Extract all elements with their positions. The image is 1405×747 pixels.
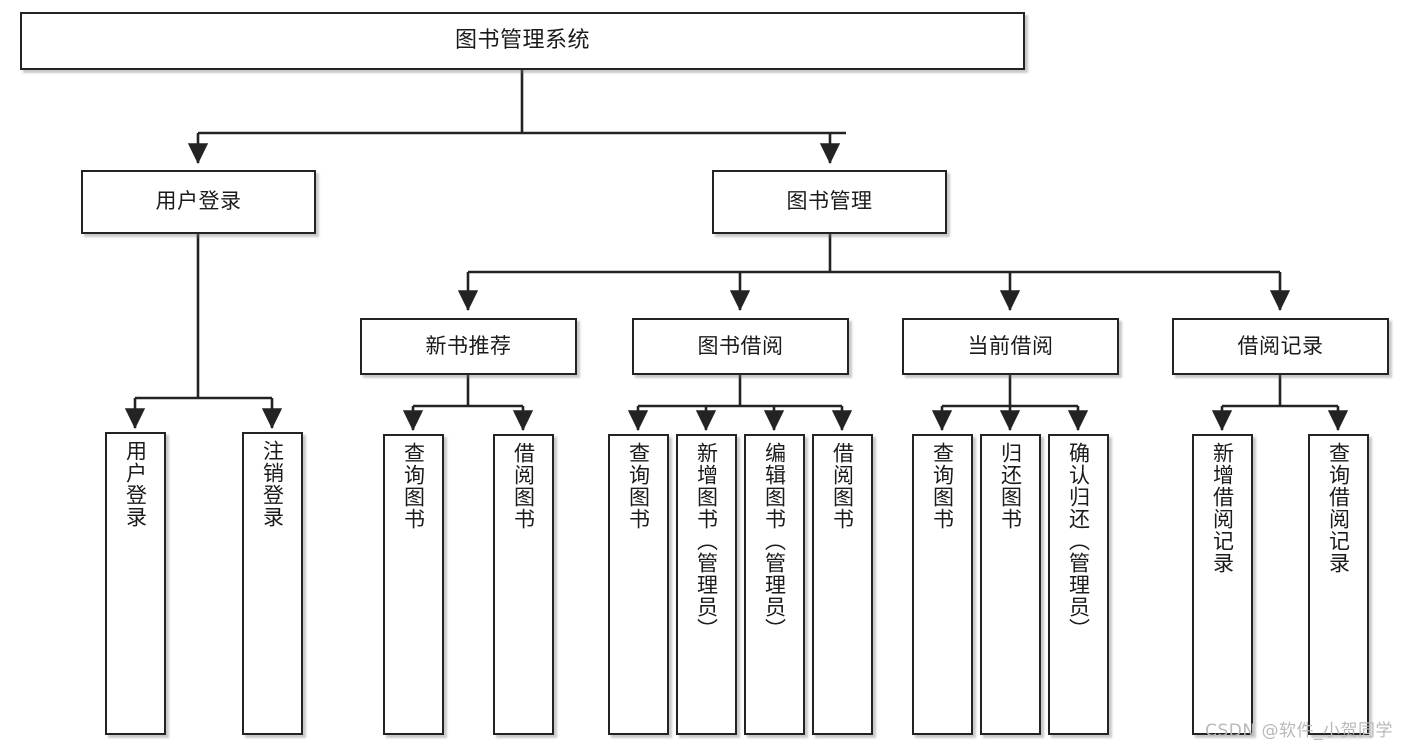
node-new-book-rec-label: 新书推荐	[425, 333, 512, 358]
node-leaf-borrow-book-2[interactable]: 借阅图书	[812, 434, 873, 735]
node-book-manage[interactable]: 图书管理	[712, 170, 947, 234]
node-current-borrow-label: 当前借阅	[967, 333, 1054, 358]
node-leaf-return-book-label: 归还图书	[998, 442, 1023, 530]
node-leaf-add-record-label: 新增借阅记录	[1210, 442, 1235, 574]
node-leaf-borrow-book-2-label: 借阅图书	[830, 442, 855, 530]
node-borrow-record-label: 借阅记录	[1237, 333, 1324, 358]
node-leaf-return-book[interactable]: 归还图书	[980, 434, 1041, 735]
node-book-borrow-label: 图书借阅	[697, 333, 784, 358]
node-root[interactable]: 图书管理系统	[20, 12, 1025, 70]
node-user-login[interactable]: 用户登录	[81, 170, 316, 234]
node-leaf-confirm-return-label: 确认归还（管理员）	[1066, 442, 1091, 640]
node-new-book-rec[interactable]: 新书推荐	[360, 318, 577, 375]
node-leaf-confirm-return[interactable]: 确认归还（管理员）	[1048, 434, 1109, 735]
node-leaf-add-book[interactable]: 新增图书（管理员）	[676, 434, 737, 735]
node-leaf-add-record[interactable]: 新增借阅记录	[1192, 434, 1253, 735]
node-leaf-query-book-1-label: 查询图书	[401, 442, 426, 530]
node-leaf-query-record[interactable]: 查询借阅记录	[1308, 434, 1369, 735]
watermark: CSDN @软件_小贺同学	[1205, 721, 1393, 741]
node-leaf-logout[interactable]: 注销登录	[242, 432, 303, 735]
node-leaf-user-login[interactable]: 用户登录	[105, 432, 166, 735]
node-book-manage-label: 图书管理	[786, 189, 873, 214]
node-leaf-user-login-label: 用户登录	[123, 440, 148, 528]
node-root-label: 图书管理系统	[454, 27, 590, 53]
node-user-login-label: 用户登录	[155, 189, 242, 214]
node-leaf-query-book-2-label: 查询图书	[626, 442, 651, 530]
node-book-borrow[interactable]: 图书借阅	[632, 318, 849, 375]
node-leaf-query-book-1[interactable]: 查询图书	[383, 434, 444, 735]
node-leaf-query-book-2[interactable]: 查询图书	[608, 434, 669, 735]
node-leaf-query-book-3[interactable]: 查询图书	[912, 434, 973, 735]
node-leaf-borrow-book-1-label: 借阅图书	[511, 442, 536, 530]
node-borrow-record[interactable]: 借阅记录	[1172, 318, 1389, 375]
node-leaf-logout-label: 注销登录	[260, 440, 285, 528]
node-leaf-edit-book-label: 编辑图书（管理员）	[762, 442, 787, 640]
node-leaf-add-book-label: 新增图书（管理员）	[694, 442, 719, 640]
node-current-borrow[interactable]: 当前借阅	[902, 318, 1119, 375]
node-leaf-query-book-3-label: 查询图书	[930, 442, 955, 530]
node-leaf-borrow-book-1[interactable]: 借阅图书	[493, 434, 554, 735]
node-leaf-query-record-label: 查询借阅记录	[1326, 442, 1351, 574]
node-leaf-edit-book[interactable]: 编辑图书（管理员）	[744, 434, 805, 735]
